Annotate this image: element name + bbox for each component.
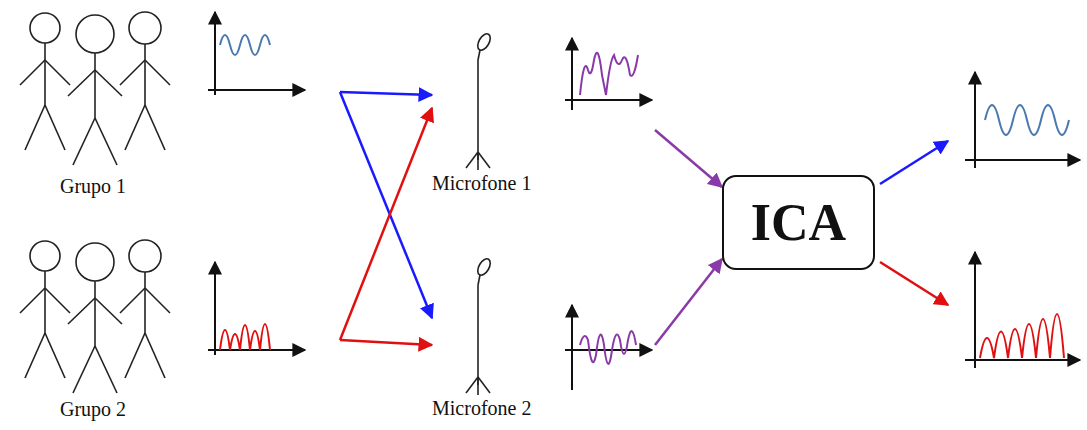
signal-arrow bbox=[655, 259, 722, 345]
signal-arrow bbox=[340, 108, 432, 340]
caption-label: Grupo 2 bbox=[60, 398, 126, 420]
signal-arrow bbox=[340, 340, 432, 345]
signal-arrow bbox=[655, 130, 722, 187]
output-wave bbox=[985, 105, 1069, 135]
box-title: ICA bbox=[751, 195, 846, 251]
output-arrow bbox=[880, 141, 948, 184]
microphone-unit: Microfone 1 bbox=[432, 30, 655, 200]
signal-arrow bbox=[340, 92, 432, 318]
group-illustration: Grupo 1 bbox=[10, 5, 340, 203]
mixed-wave bbox=[580, 53, 638, 95]
output-arrow bbox=[880, 262, 948, 305]
caption-label: Microfone 1 bbox=[432, 172, 531, 194]
source-wave bbox=[220, 324, 270, 350]
axes bbox=[208, 12, 1080, 390]
stick-figures bbox=[20, 12, 170, 393]
caption-label: Microfone 2 bbox=[432, 397, 531, 419]
ica-box: ICA bbox=[722, 175, 875, 270]
caption-label: Grupo 1 bbox=[60, 175, 126, 197]
microphone-unit: Microfone 2 bbox=[432, 255, 655, 425]
output-wave bbox=[980, 314, 1064, 358]
signal-arrow bbox=[340, 92, 432, 95]
mixed-wave bbox=[580, 331, 636, 364]
group-illustration: Grupo 2 bbox=[10, 228, 340, 424]
microphone-symbol bbox=[466, 32, 493, 395]
source-wave bbox=[220, 35, 270, 55]
